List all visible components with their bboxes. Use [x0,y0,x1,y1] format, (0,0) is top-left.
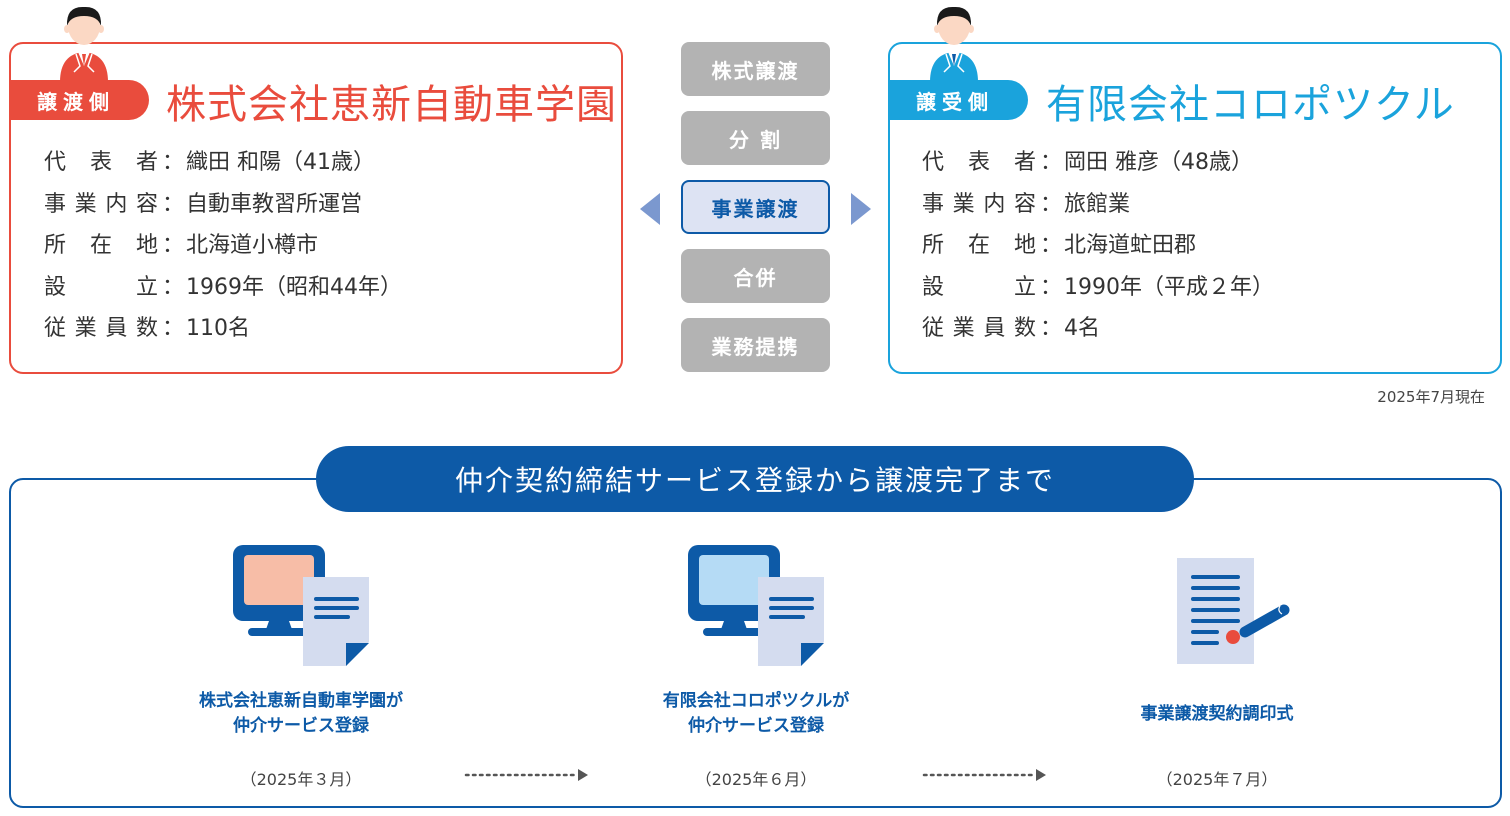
field-label: 事 業 内 容 [922,191,1036,217]
method-merger: 合併 [681,249,830,303]
process-step-1: 株式会社恵新自動車学園が 仲介サービス登録 （2025年３月） [131,540,471,790]
buyer-business-value: 旅館業 [1064,191,1131,217]
field-label: 所 在 地 [44,233,158,258]
seller-location-row: 所 在 地 ： 北海道小樽市 [44,225,402,267]
seller-representative-value: 織田 和陽（41歳） [186,150,375,175]
right-arrow-icon [851,193,871,225]
method-split: 分 割 [681,111,830,165]
buyer-info: 代 表 者 ： 岡田 雅彦（48歳） 事 業 内 容 ： 旅館業 所 在 地 ：… [922,142,1274,350]
field-label: 代 表 者 [44,150,158,175]
buyer-established-row: 設 立 ： 1990年（平成２年） [922,267,1274,309]
contract-signing-icon [1177,558,1290,664]
buyer-location-value: 北海道虻田郡 [1064,233,1197,258]
field-label: 事 業 内 容 [44,191,158,217]
seller-info: 代 表 者 ： 織田 和陽（41歳） 事 業 内 容 ： 自動車教習所運営 所 … [44,142,402,350]
step-3-date: （2025年７月） [1156,770,1278,789]
seller-employees-value: 110名 [186,316,250,341]
buyer-business-row: 事 業 内 容 ： 旅館業 [922,184,1274,226]
seller-location-value: 北海道小樽市 [186,233,319,258]
seller-established-row: 設 立 ： 1969年（昭和44年） [44,267,402,309]
left-arrow-icon [640,193,660,225]
computer-document-icon [233,545,369,666]
step-1-label: 株式会社恵新自動車学園が 仲介サービス登録 [199,691,403,736]
seller-business-row: 事 業 内 容 ： 自動車教習所運営 [44,184,402,226]
process-title: 仲介契約締結サービス登録から譲渡完了まで [316,446,1194,512]
field-label: 所 在 地 [922,233,1036,258]
buyer-employees-value: 4名 [1064,316,1100,341]
dotted-arrow-icon [464,769,588,781]
as-of-date: 2025年7月現在 [1377,388,1485,406]
buyer-employees-row: 従 業 員 数 ： 4名 [922,308,1274,350]
method-business-transfer: 事業譲渡 [681,180,830,234]
process-step-2: 有限会社コロポツクルが 仲介サービス登録 （2025年６月） [586,540,926,790]
step-1-date: （2025年３月） [240,770,362,789]
field-label: 従 業 員 数 [44,316,158,341]
field-label: 従 業 員 数 [922,316,1036,341]
buyer-company-name: 有限会社コロポツクル [1046,82,1455,128]
field-label: 設 立 [44,274,158,300]
computer-document-icon [688,545,824,666]
method-share-transfer: 株式譲渡 [681,42,830,96]
step-3-label: 事業譲渡契約調印式 [1140,703,1294,724]
seller-representative-row: 代 表 者 ： 織田 和陽（41歳） [44,142,402,184]
process-step-3: 事業譲渡契約調印式 （2025年７月） [1047,540,1387,790]
dotted-arrow-icon [922,769,1046,781]
seller-company-name: 株式会社恵新自動車学園 [166,82,617,128]
step-2-label: 有限会社コロポツクルが 仲介サービス登録 [662,691,850,736]
buyer-person-icon [930,6,978,82]
field-label: 代 表 者 [922,150,1036,175]
step-2-date: （2025年６月） [695,770,817,789]
seller-person-icon [60,6,108,82]
transaction-methods: 株式譲渡 分 割 事業譲渡 合併 業務提携 [681,42,830,387]
field-label: 設 立 [922,274,1036,300]
buyer-established-value: 1990年（平成２年） [1064,274,1274,300]
method-alliance: 業務提携 [681,318,830,372]
seller-established-value: 1969年（昭和44年） [186,274,402,300]
seller-role-tag: 譲渡側 [9,80,149,120]
seller-employees-row: 従 業 員 数 ： 110名 [44,308,402,350]
buyer-location-row: 所 在 地 ： 北海道虻田郡 [922,225,1274,267]
buyer-representative-row: 代 表 者 ： 岡田 雅彦（48歳） [922,142,1274,184]
buyer-role-tag: 譲受側 [888,80,1028,120]
buyer-representative-value: 岡田 雅彦（48歳） [1064,150,1253,175]
seller-business-value: 自動車教習所運営 [186,191,363,217]
